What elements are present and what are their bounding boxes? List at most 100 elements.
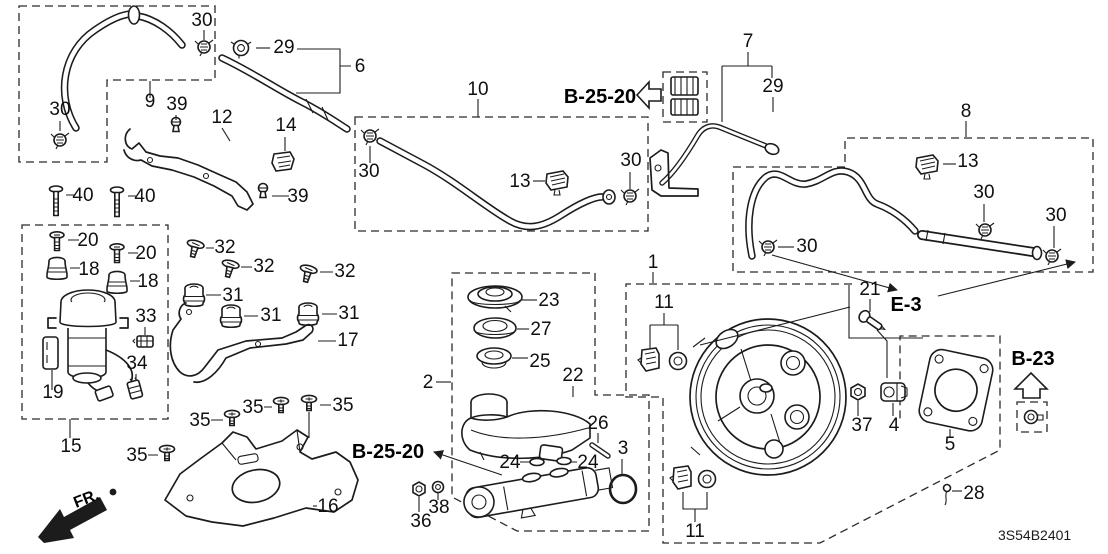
part-label-23: 23 [538,290,559,311]
group-box-master-cylinder-2 [451,272,650,532]
grommet-icon [219,304,243,329]
part-label-20: 20 [135,243,156,264]
washer-38-icon [431,480,445,494]
part-19-icon [42,336,59,370]
group-box-hose-8 [732,137,1094,273]
part-label-31: 31 [260,305,281,326]
part-label-35: 35 [189,410,210,431]
part-label-24: 24 [577,452,599,473]
screw-icon [272,396,290,414]
part-label-30: 30 [191,10,212,31]
clamp-icon [230,39,252,60]
part-label-33: 33 [135,306,156,327]
clip-icon [915,154,939,180]
group-box-pump-15 [21,224,169,420]
grommet-icon [697,469,717,489]
b2520-bottom-leader [433,450,503,476]
part-label-21: 21 [859,279,880,300]
diaphragm-27 [473,317,517,339]
clamp-icon [975,222,995,240]
clamp-icon [50,132,70,150]
b23-arrow-icon [1013,371,1049,399]
clip-33-icon [132,335,154,348]
part-label-30: 30 [620,150,641,171]
screw-icon [300,394,318,412]
bracket-17 [169,302,314,383]
part-label-15: 15 [60,436,81,457]
brake-booster [689,318,847,476]
master-cylinder [463,467,614,519]
gasket-5 [918,348,994,432]
clamp-icon [1042,248,1062,266]
clip-icon [637,347,660,372]
part-label-36: 36 [410,511,431,532]
e3-leader-right [937,259,1076,297]
hose-6 [218,54,351,133]
ref-b23: B-23 [1011,348,1054,370]
hose-9 [60,5,186,132]
screw-icon [158,444,176,462]
fitting-4-icon [880,382,908,402]
ref-b2520-bottom: B-25-20 [352,441,424,463]
seal-24-icon [556,456,572,466]
pin-icon [257,182,269,199]
connector-34-icon [126,377,144,400]
e3-leader-left [771,254,898,293]
connector-block-icon [670,76,699,116]
screw-icon [296,262,319,285]
part-label-25: 25 [529,351,550,372]
part-label-31: 31 [338,303,359,324]
part-label-32: 32 [334,261,355,282]
bracket-12 [123,128,254,211]
b2520-top-arrow-icon [635,79,662,111]
b23-nut-icon [1023,409,1044,425]
ref-e3: E-3 [890,294,921,316]
part-label-30: 30 [358,161,379,182]
leader-lines [51,30,1055,522]
part-label-6: 6 [355,56,366,77]
part-label-24: 24 [499,452,521,473]
part-label-30: 30 [973,182,994,203]
part-label-12: 12 [211,107,232,128]
screw-icon [183,237,206,260]
grommet-icon [296,302,320,327]
seal-24-icon [529,457,545,467]
bracket-16 [164,429,359,527]
part-label-39: 39 [166,94,187,115]
part-label-7: 7 [743,31,754,52]
part-label-16: 16 [317,496,338,517]
part-label-22: 22 [562,365,583,386]
part-label-30: 30 [796,236,817,257]
nut-37-icon [850,383,866,401]
screw-icon [49,231,65,252]
clip-14-icon [271,151,295,172]
hose-10 [376,137,616,231]
vacuum-pump [47,289,134,402]
nut-36-icon [412,481,426,497]
screw-icon [218,257,241,280]
part-label-38: 38 [428,497,449,518]
part-label-8: 8 [961,101,972,122]
part-label-10: 10 [467,79,488,100]
hose-8 [745,167,1043,261]
part-label-32: 32 [253,256,274,277]
reservoir-cap-23 [467,285,523,313]
part-label-37: 37 [851,415,872,436]
ref-b2520-top: B-25-20 [564,86,636,108]
part-label-31: 31 [222,285,243,306]
part-label-40: 40 [134,186,155,207]
part-label-13: 13 [957,151,978,172]
part-label-2: 2 [423,372,434,393]
part-label-35: 35 [332,395,353,416]
part-label-17: 17 [337,330,358,351]
part-label-9: 9 [145,91,156,112]
part-label-14: 14 [275,115,297,136]
part-label-35: 35 [126,445,147,466]
pin-26-icon [589,442,611,459]
group-box-b23-nut [1016,401,1048,433]
reservoir-22 [461,393,591,462]
screw-icon [223,409,241,427]
part-label-27: 27 [530,319,551,340]
